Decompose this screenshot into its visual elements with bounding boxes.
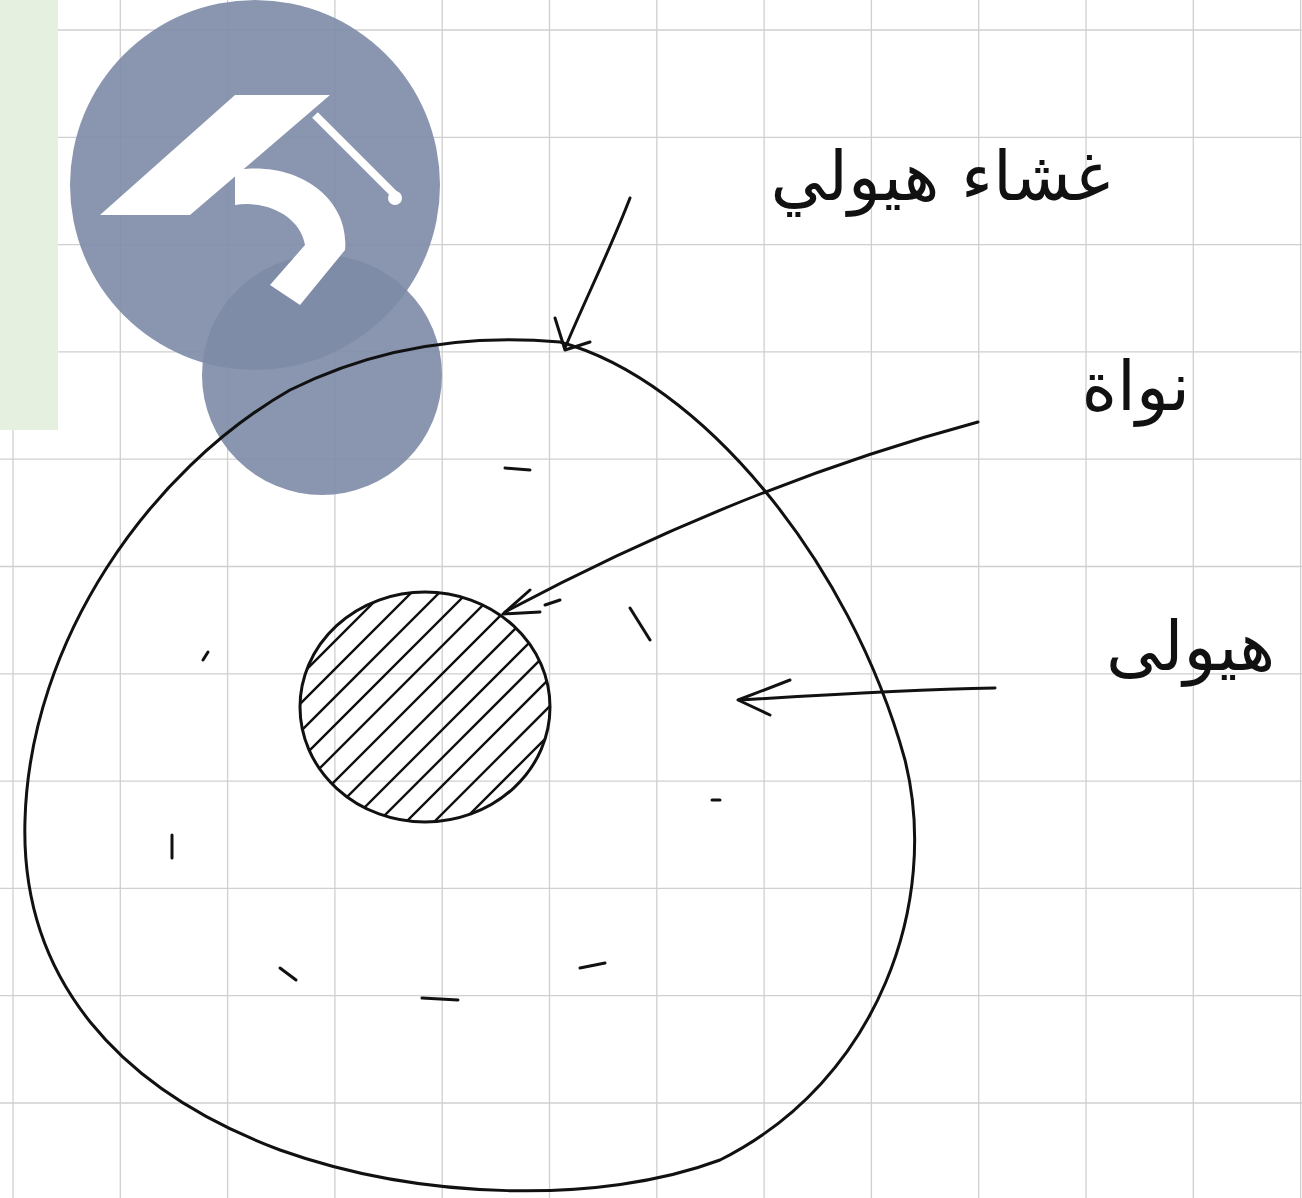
nucleus [300, 592, 550, 822]
part-label: هيولى [1106, 610, 1275, 685]
leader-arrows [503, 198, 995, 715]
part-label: غشاء هيولي [771, 140, 1110, 215]
cell-membrane [25, 340, 915, 1191]
part-label: نواة [1081, 350, 1190, 425]
nucleus-hatching [35, 557, 811, 857]
cytoplasm-dots [172, 468, 720, 1000]
watermark-logo [0, 0, 442, 495]
